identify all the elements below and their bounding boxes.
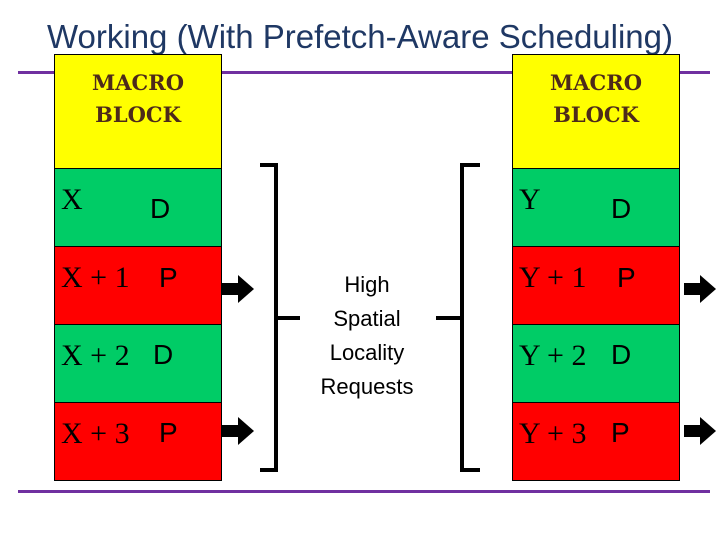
slide-title: Working (With Prefetch-Aware Scheduling) — [46, 18, 674, 55]
right-row-y-label: Y — [519, 183, 541, 216]
left-row-x-type: D — [150, 193, 171, 224]
left-row-x1-type: P — [159, 262, 178, 293]
right-arrow-y3 — [684, 417, 716, 445]
left-row-x-label: X — [61, 183, 83, 216]
right-row-y1-type: P — [617, 262, 636, 293]
right-row-y3-type: P — [611, 417, 630, 448]
bottom-divider — [18, 490, 710, 493]
left-bracket — [260, 163, 300, 472]
left-macro-block-header: MACRO BLOCK — [54, 54, 222, 169]
right-row-y2-type: D — [611, 339, 632, 370]
right-row-y2: Y + 2 D — [512, 325, 680, 403]
high-spatial-locality-label: High Spatial Locality Requests — [300, 268, 434, 404]
center-label-line1: High — [344, 272, 390, 297]
left-row-x: X D — [54, 169, 222, 247]
left-row-x1-label: X + 1 — [61, 261, 130, 294]
left-row-x2-type: D — [153, 339, 174, 370]
left-row-x3: X + 3 P — [54, 403, 222, 481]
top-divider — [18, 71, 710, 74]
right-bracket — [436, 163, 480, 472]
center-label-line3: Locality — [329, 340, 405, 365]
left-row-x1: X + 1 P — [54, 247, 222, 325]
left-row-x3-label: X + 3 — [61, 417, 130, 450]
right-arrow-y1 — [684, 275, 716, 303]
center-label-line4: Requests — [320, 374, 414, 399]
left-arrow-x3 — [222, 417, 254, 445]
center-label-line2: Spatial — [333, 306, 401, 331]
right-header-line2: BLOCK — [553, 102, 639, 127]
right-row-y1-label: Y + 1 — [519, 261, 587, 294]
right-row-y3-label: Y + 3 — [519, 417, 587, 450]
left-header-line2: BLOCK — [95, 102, 181, 127]
right-macro-block-header: MACRO BLOCK — [512, 54, 680, 169]
left-row-x3-type: P — [159, 417, 178, 448]
right-row-y2-label: Y + 2 — [519, 339, 587, 372]
right-row-y1: Y + 1 P — [512, 247, 680, 325]
right-row-y: Y D — [512, 169, 680, 247]
right-row-y-type: D — [611, 193, 632, 224]
left-arrow-x1 — [222, 275, 254, 303]
right-row-y3: Y + 3 P — [512, 403, 680, 481]
left-row-x2: X + 2 D — [54, 325, 222, 403]
left-row-x2-label: X + 2 — [61, 339, 130, 372]
left-macro-block: MACRO BLOCK X D X + 1 P X + 2 D X + 3 P — [54, 54, 222, 481]
right-header-line1: MACRO — [550, 70, 642, 95]
left-header-line1: MACRO — [92, 70, 184, 95]
right-macro-block: MACRO BLOCK Y D Y + 1 P Y + 2 D Y + 3 P — [512, 54, 680, 481]
